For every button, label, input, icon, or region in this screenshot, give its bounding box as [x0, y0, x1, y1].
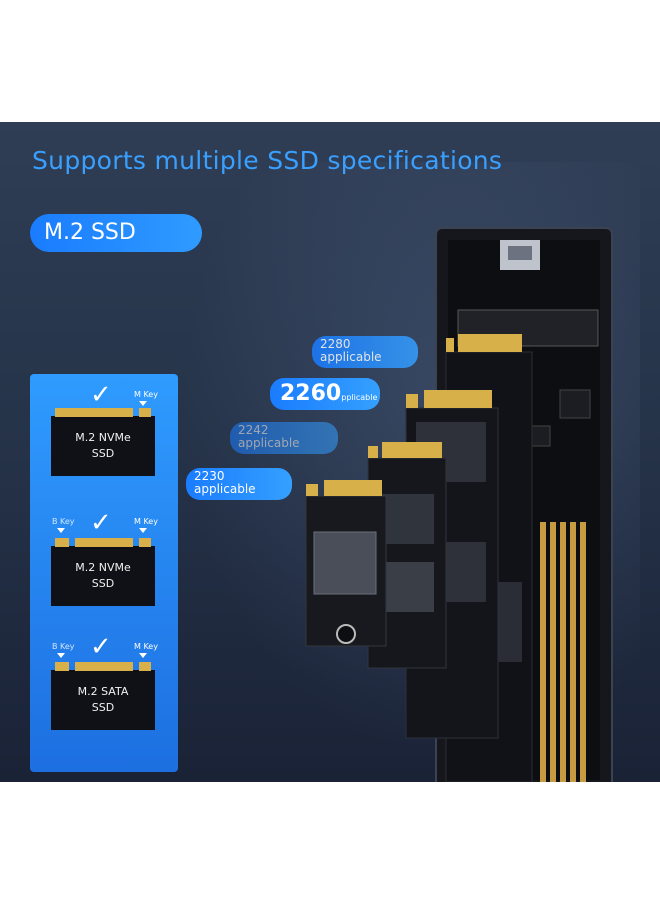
card-line1: M.2 NVMe	[75, 431, 131, 444]
enclosure-illustration	[305, 227, 613, 782]
size-note: pplicable	[341, 393, 378, 402]
card-line2: SSD	[91, 447, 115, 460]
size-tag-2260: 2260pplicable	[270, 378, 380, 410]
checkmark-icon: ✓	[90, 632, 112, 662]
key-marker-icon	[139, 653, 147, 658]
ssd-card-sata-bm: M.2 SATA SSD	[51, 662, 155, 730]
key-marker-icon	[57, 653, 65, 658]
size-value: 2260	[280, 381, 342, 406]
size-note: applicable	[194, 482, 256, 496]
ssd-card-nvme-bm: M.2 NVMe SSD	[51, 538, 155, 606]
ssd-type-panel: ✓ M Key M.2 NVMe SSD ✓ B Key M Key	[30, 374, 178, 772]
headline: Supports multiple SSD specifications	[32, 146, 503, 175]
key-marker-icon	[57, 528, 65, 533]
key-label-m: M Key	[134, 517, 158, 526]
ssd-2230	[305, 480, 387, 647]
gold-traces	[540, 522, 586, 782]
key-marker-icon	[139, 401, 147, 406]
card-label: M.2 NVMe SSD	[51, 430, 155, 462]
gold-pins-icon	[55, 662, 151, 671]
size-note: applicable	[320, 350, 382, 364]
card-label: M.2 SATA SSD	[51, 684, 155, 716]
key-label-m: M Key	[134, 642, 158, 651]
checkmark-icon: ✓	[90, 380, 112, 410]
ssd-card-nvme-m: M.2 NVMe SSD	[51, 408, 155, 476]
key-label-b: B Key	[52, 517, 75, 526]
key-label-b: B Key	[52, 642, 75, 651]
card-line1: M.2 SATA	[77, 685, 129, 698]
size-tag-2280: 2280 applicable	[312, 336, 418, 368]
m2-ssd-badge: M.2 SSD	[30, 214, 202, 252]
size-note: applicable	[238, 436, 300, 450]
gold-pins-icon	[55, 408, 151, 417]
card-line1: M.2 NVMe	[75, 561, 131, 574]
size-value: 2242	[238, 423, 269, 437]
key-marker-icon	[139, 528, 147, 533]
size-value: 2230	[194, 469, 225, 483]
card-line2: SSD	[91, 701, 115, 714]
size-tag-2230: 2230 applicable	[186, 468, 292, 500]
size-value: 2280	[320, 337, 351, 351]
card-line2: SSD	[91, 577, 115, 590]
card-label: M.2 NVMe SSD	[51, 560, 155, 592]
gold-pins-icon	[55, 538, 151, 547]
size-tag-2242: 2242 applicable	[230, 422, 338, 454]
checkmark-icon: ✓	[90, 508, 112, 538]
key-label-m: M Key	[134, 390, 158, 399]
product-banner: Supports multiple SSD specifications M.2…	[0, 122, 660, 782]
